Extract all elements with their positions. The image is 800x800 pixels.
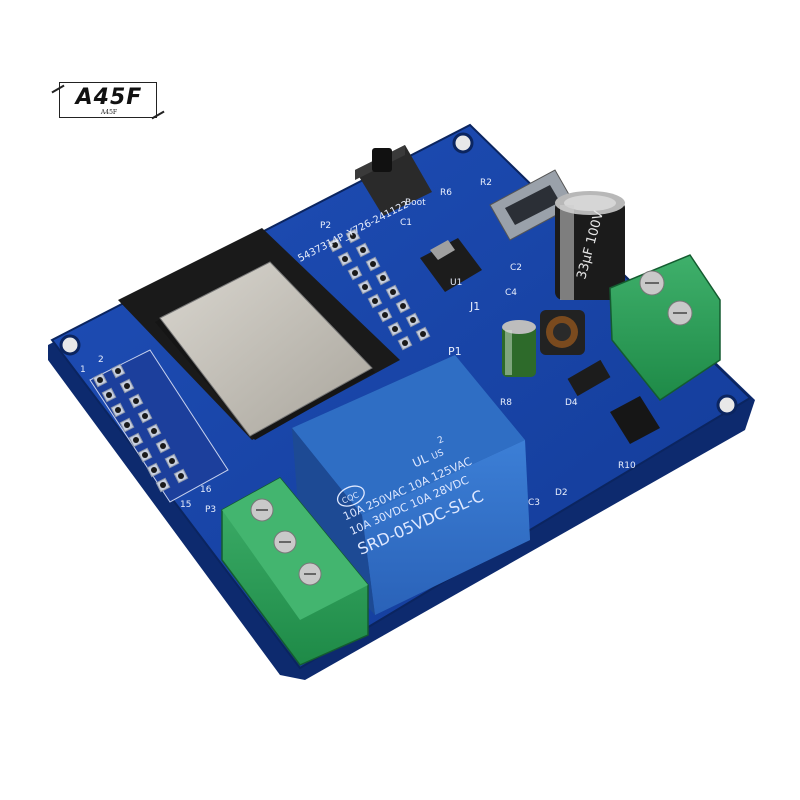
- pin-hole: [342, 256, 348, 262]
- inductor: [540, 310, 585, 355]
- top-pin-holes: [327, 228, 431, 351]
- pin-hole: [178, 473, 184, 479]
- relay-us: US: [430, 448, 446, 462]
- pin-hole: [115, 407, 121, 413]
- pin-hole: [402, 340, 408, 346]
- relay: 10A 250VAC 10A 125VAC 10A 30VDC 10A 28VD…: [292, 355, 530, 615]
- pin-hole: [362, 284, 368, 290]
- silk-u1: U1: [450, 278, 462, 288]
- silk-boot: Boot: [405, 198, 426, 208]
- diode-d4: [567, 359, 611, 397]
- pin-hole: [124, 383, 130, 389]
- silk-num-1: 1: [80, 365, 86, 375]
- esp32-module: [118, 228, 400, 440]
- logo-text: A45F: [75, 85, 143, 110]
- relay-num: 2: [436, 435, 445, 446]
- silk-r6: R6: [440, 188, 452, 198]
- pin-hole: [380, 275, 386, 281]
- pin-hole: [390, 289, 396, 295]
- silk-j1: J1: [469, 300, 480, 313]
- electrolytic-capacitor-large: 33µF 100V: [555, 191, 625, 300]
- voltage-regulator-u1: [420, 238, 482, 292]
- silk-p3: P3: [205, 505, 216, 515]
- pin-hole: [160, 482, 166, 488]
- silk-d4: D4: [565, 398, 578, 408]
- boot-button[interactable]: [355, 145, 432, 216]
- left-pin-holes: [92, 363, 189, 493]
- pin-hole: [420, 331, 426, 337]
- pin-hole: [410, 317, 416, 323]
- pin-hole: [372, 298, 378, 304]
- pin-hole: [133, 437, 139, 443]
- silk-num-2: 2: [98, 355, 104, 365]
- terminal-block-left: [221, 477, 369, 666]
- brand-logo: A45F A45F: [51, 80, 165, 122]
- pin-hole: [382, 312, 388, 318]
- pin-hole: [350, 233, 356, 239]
- silk-c2: C2: [510, 263, 522, 273]
- pin-hole: [370, 261, 376, 267]
- pin-hole: [400, 303, 406, 309]
- pin-hole: [142, 452, 148, 458]
- silk-d2: D2: [555, 488, 568, 498]
- pin-hole: [332, 242, 338, 248]
- pin-hole: [160, 443, 166, 449]
- pin-hole: [133, 398, 139, 404]
- cqc-mark: [336, 485, 365, 507]
- silk-num-15: 15: [180, 500, 191, 510]
- pin-hole: [151, 467, 157, 473]
- silk-num-16: 16: [200, 485, 212, 495]
- pin-hole: [169, 458, 175, 464]
- silk-r2: R2: [480, 178, 492, 188]
- silk-r8: R8: [500, 398, 512, 408]
- silk-c1: C1: [400, 218, 412, 228]
- pin-hole: [97, 377, 103, 383]
- silk-r10: R10: [618, 461, 636, 471]
- pin-hole: [124, 422, 130, 428]
- pin-hole: [151, 428, 157, 434]
- silk-p2: P2: [320, 221, 331, 231]
- pin-hole: [392, 326, 398, 332]
- ic-chip: [610, 396, 660, 444]
- electrolytic-capacitor-small: [502, 320, 536, 377]
- relay-ul: UL: [410, 451, 430, 470]
- silk-c4: C4: [505, 288, 517, 298]
- silk-c3: C3: [528, 498, 540, 508]
- pin-hole: [142, 413, 148, 419]
- pin-hole: [106, 392, 112, 398]
- pin-hole: [352, 270, 358, 276]
- logo-subtext: A45F: [100, 109, 118, 116]
- silk-p1: P1: [448, 345, 462, 358]
- logo-frame: [59, 82, 157, 118]
- terminal-block-right: [609, 254, 721, 402]
- pin-hole: [115, 368, 121, 374]
- pin-hole: [360, 247, 366, 253]
